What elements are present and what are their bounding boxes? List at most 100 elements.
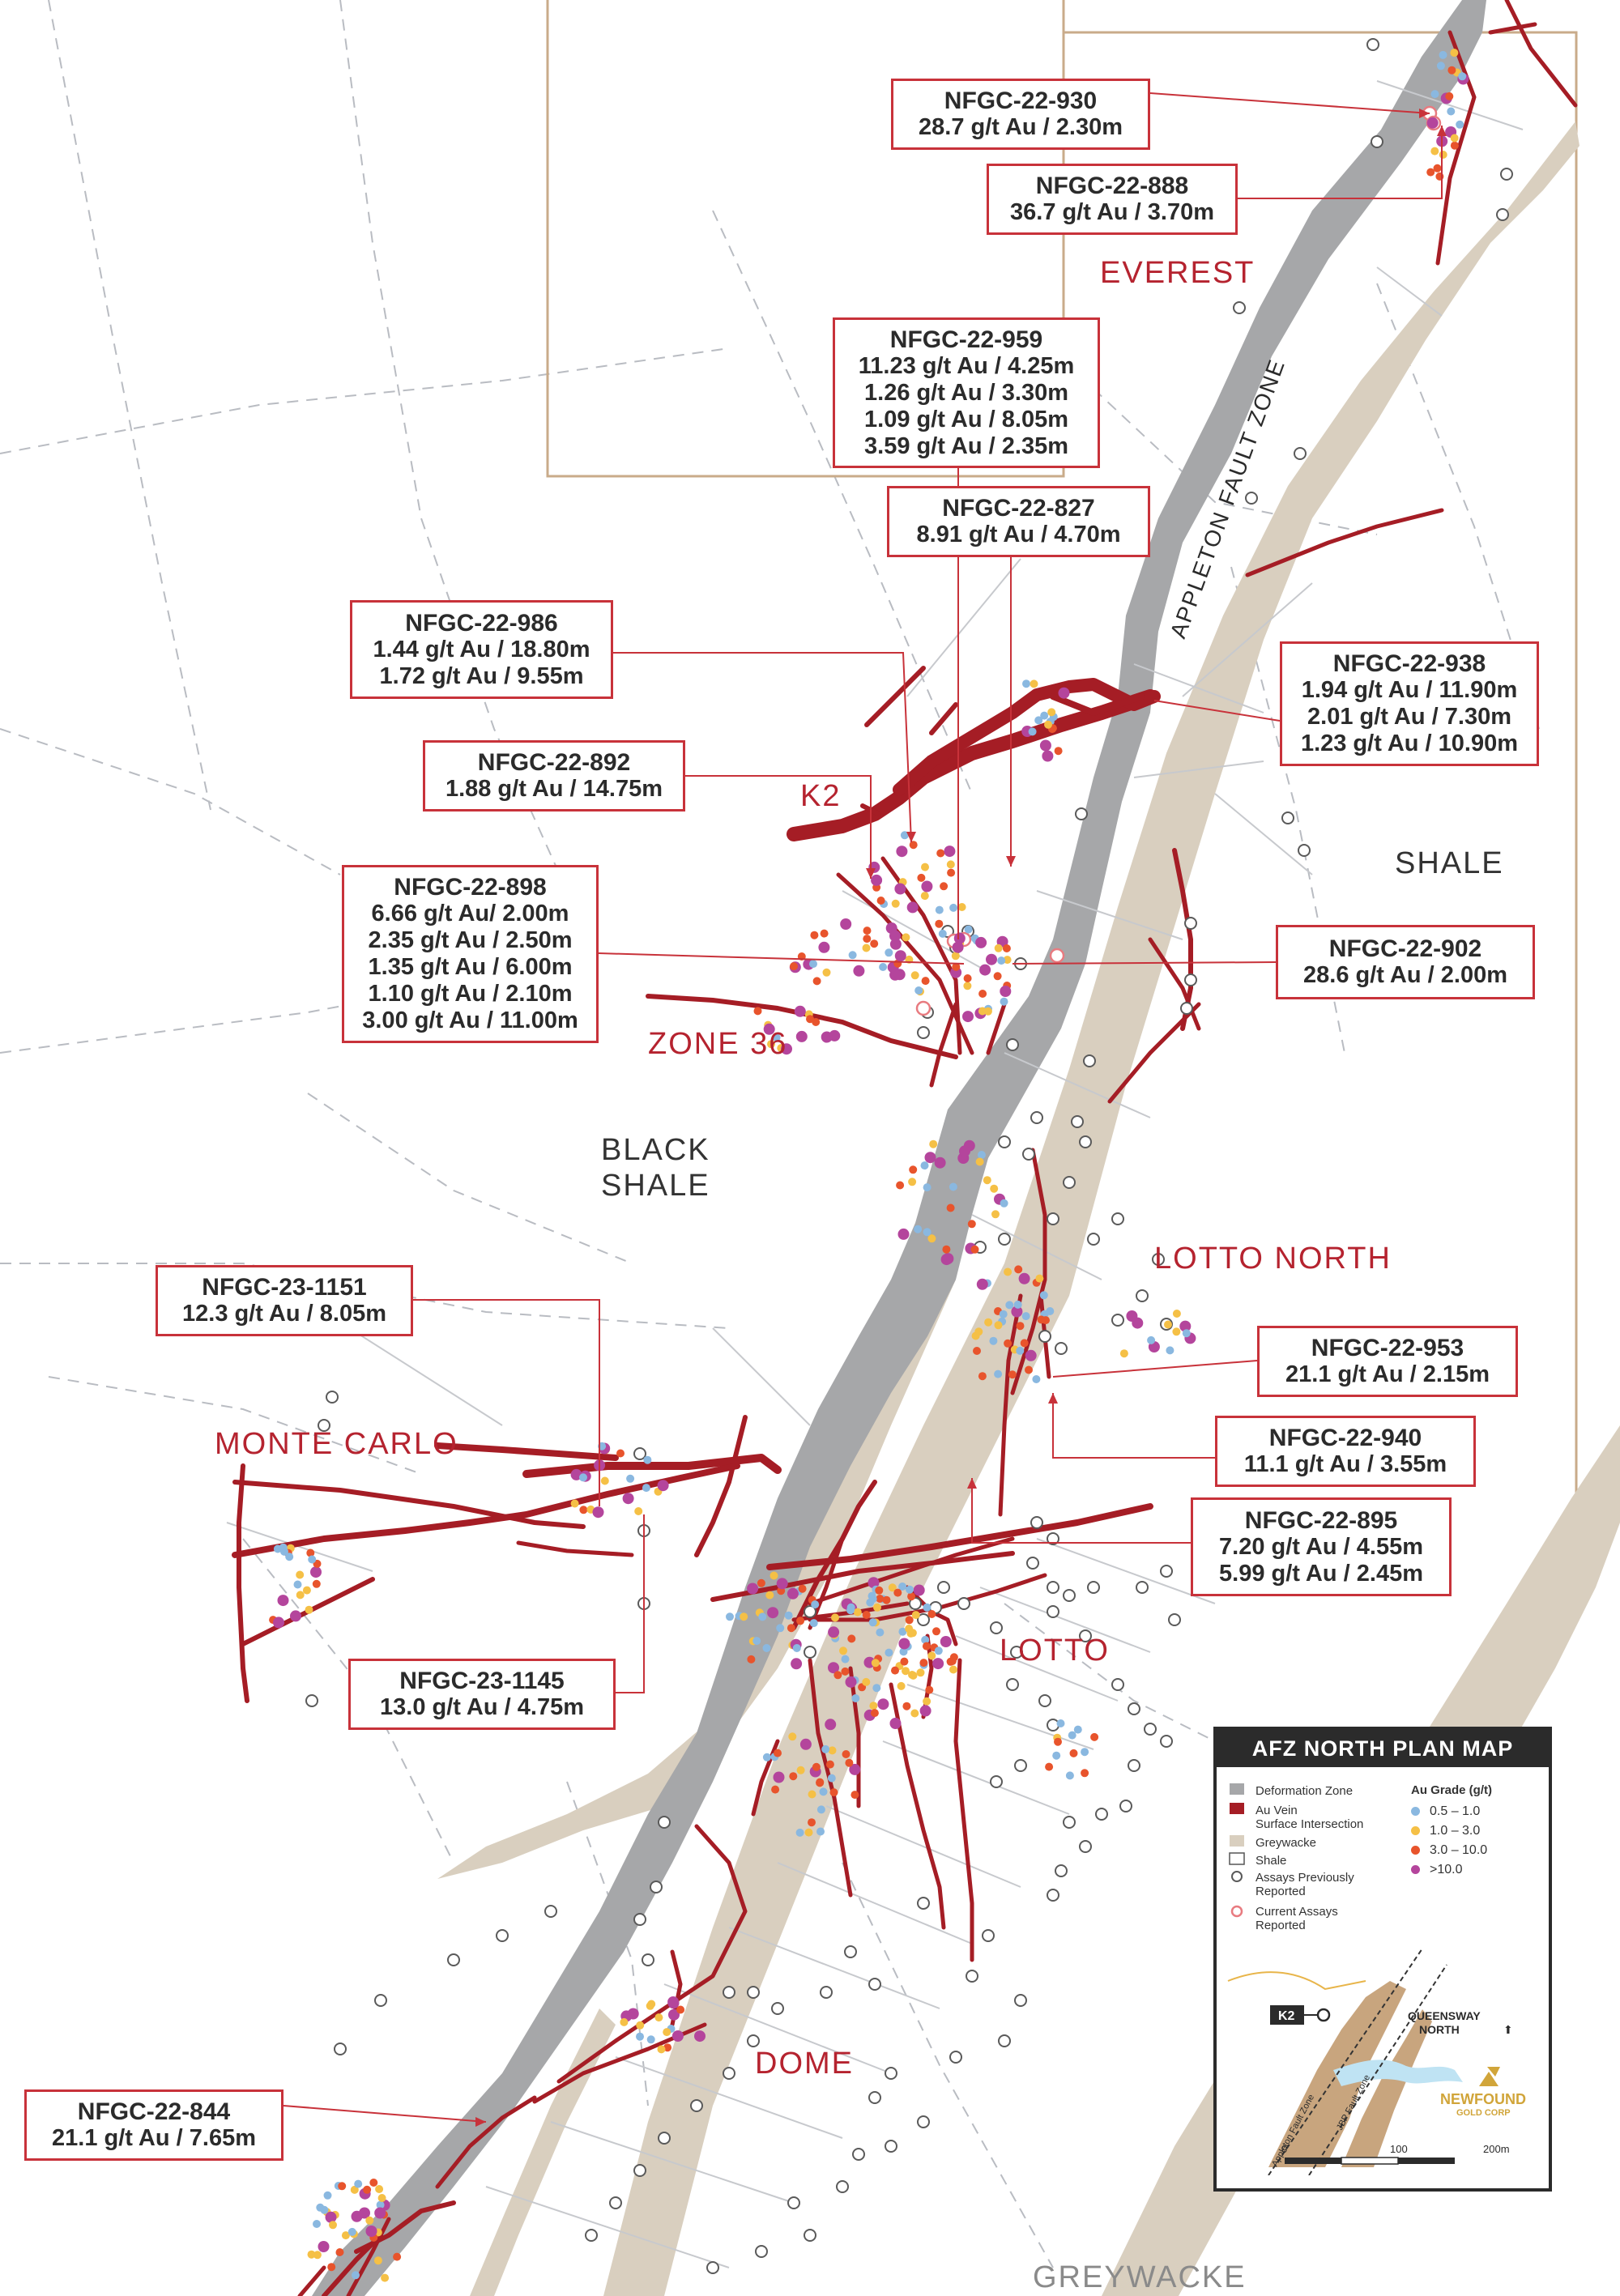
zone-label-dome: DOME [755,2047,854,2081]
legend-grade-1: 0.5 – 1.0 [1411,1804,1480,1819]
scale-bar-black-2 [1398,2158,1455,2164]
newfound-logo-icon [1479,2067,1500,2086]
assay-dot [920,892,929,901]
assay-dot [949,1665,957,1674]
zone-label-lotto-north: LOTTO NORTH [1154,1242,1392,1276]
assay-dot [809,960,817,969]
callout-hole: NFGC-22-938 [1332,650,1486,677]
assay-dot [894,883,906,895]
legend-item-greywacke: Greywacke [1256,1836,1317,1850]
zone-label-lotto: LOTTO [1000,1634,1110,1668]
legend-grade-2: 1.0 – 3.0 [1411,1824,1480,1838]
assay-dot [909,841,918,850]
assay-dot [1073,1725,1082,1734]
assay-dot [1436,62,1445,70]
callout-hole: NFGC-22-959 [889,326,1043,353]
assay-dot [296,1591,305,1600]
assay-dot [626,1474,635,1483]
assay-dot [821,1031,833,1043]
assay-dot [868,1618,877,1627]
assay-dot [787,1624,795,1633]
assay-dot [946,860,955,869]
assay-dot [862,1611,871,1619]
assay-dot [862,944,871,952]
assay-dot [923,1697,932,1706]
assay-dot [839,1646,847,1655]
assay-dot [885,1648,893,1657]
assay-dot [634,1507,643,1515]
assay-dot [907,1592,916,1601]
assay-dot [365,2226,377,2237]
assay-dot [1039,1291,1048,1300]
assay-dot [808,1790,816,1799]
au-veins [232,0,1578,2296]
assay-dot [944,846,956,858]
grade-label: 1.0 – 3.0 [1430,1824,1481,1838]
callout-interval: 1.10 g/t Au / 2.10m [368,981,573,1007]
assay-dot [957,903,966,911]
assay-dot [935,905,944,914]
assay-points [269,49,1469,2282]
callout-interval: 3.59 g/t Au / 2.35m [864,432,1068,459]
assay-dot [940,882,949,891]
assay-dot [893,1588,902,1597]
assay-dot [810,931,819,939]
assay-dot [885,948,893,957]
assay-dot [285,1553,294,1561]
assay-dot [847,1634,856,1643]
assay-dot [795,1828,804,1837]
assay-dot [312,1579,321,1588]
assay-dot [1164,1320,1172,1329]
assay-dot [840,918,852,930]
assay-dot [908,1178,917,1186]
assay-dot [846,1606,855,1615]
callout-interval: 12.3 g/t Au / 8.05m [182,1301,386,1327]
assay-dot [1439,50,1447,59]
assay-dot [921,977,930,986]
assay-dot [694,2030,706,2043]
assay-dot [882,1595,891,1604]
assay-dot [1426,168,1435,177]
assay-dot [667,1996,680,2008]
assay-dot [657,1480,669,1492]
assay-dot [1172,1310,1181,1318]
assay-dot [758,1612,767,1621]
scale-label-200: 200m [1483,2143,1510,2155]
assay-dot [1447,107,1456,116]
callout-interval: 36.7 g/t Au / 3.70m [1010,199,1214,225]
assay-dot [973,1347,981,1355]
inset-k2-box [1270,2005,1304,2025]
assay-dot [592,1506,604,1519]
assay-dot [325,2211,337,2223]
assay-dot [829,1788,838,1797]
assay-dot [323,2191,332,2200]
assay-dot [1054,747,1063,756]
swatch-shale [1229,1852,1245,1865]
assay-dot [811,1600,820,1609]
inset-queensway-line: NORTH [1419,2023,1460,2036]
assay-dot [853,965,865,977]
callout-interval: 11.1 g/t Au / 3.55m [1243,1451,1447,1477]
assay-dot [794,1005,806,1017]
assay-dot [898,1582,907,1591]
callout-interval: 5.99 g/t Au / 2.45m [1219,1560,1423,1587]
assay-dot [872,1684,881,1693]
assay-dot [320,2205,329,2214]
assay-dot [919,1705,932,1717]
assay-dot [868,1595,877,1604]
assay-dot [273,1617,284,1629]
assay-dot [994,944,1003,952]
assay-dot [975,936,987,948]
assay-dot [848,951,857,960]
zone-label-everest: EVEREST [1100,256,1256,290]
scale-label-100: 100 [1390,2143,1408,2155]
